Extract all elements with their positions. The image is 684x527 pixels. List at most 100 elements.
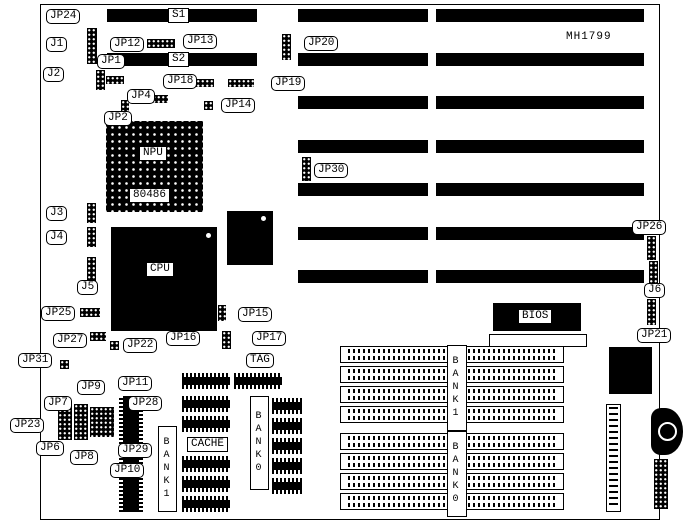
jumper-label-jp19: JP19	[271, 76, 306, 91]
pin-header-jumper-block-b	[74, 404, 88, 440]
isa-slot-5-short	[298, 183, 428, 196]
isa-slot-7-short	[298, 270, 428, 283]
isa-slot-5-long	[436, 183, 644, 196]
isa-slot-4-long	[436, 140, 644, 153]
pin-header-jp24-j1	[87, 28, 97, 64]
isa-slot-2-short	[298, 53, 428, 66]
jumper-label-jp30: JP30	[314, 163, 349, 178]
slot-s2-label: S2	[168, 52, 190, 67]
isa-slot-3-short	[298, 96, 428, 109]
jumper-label-j6: J6	[644, 283, 666, 298]
jumper-label-jp4: JP4	[127, 89, 155, 104]
pin-header-jumper-block-c	[90, 407, 114, 437]
pin-header-jumper-block-a	[58, 404, 72, 440]
isa-slot-1-short	[298, 9, 428, 22]
power-connector	[606, 404, 621, 512]
simm-bank1-label: BANK1	[447, 345, 467, 431]
jumper-label-jp25: JP25	[41, 306, 76, 321]
slot-s1-label: S1	[168, 8, 190, 23]
jumper-label-jp11: JP11	[118, 376, 153, 391]
cache-chip	[272, 458, 302, 474]
jumper-label-j5: J5	[77, 280, 99, 295]
pin-header-jp4	[152, 95, 168, 103]
pin-header-jp19	[228, 79, 254, 87]
cache-chip	[182, 373, 230, 389]
jumper-label-jp7: JP7	[44, 396, 72, 411]
pin-header-jp26	[647, 236, 656, 260]
jumper-label-jp18: JP18	[163, 74, 198, 89]
jumper-label-j2: J2	[43, 67, 65, 82]
cache-chip	[272, 438, 302, 454]
keyboard-connector-ring	[658, 422, 677, 441]
jumper-label-jp9: JP9	[77, 380, 105, 395]
isa-slot-3-long	[436, 96, 644, 109]
jumper-label-jp6: JP6	[36, 441, 64, 456]
jumper-label-jp21: JP21	[637, 328, 672, 343]
pin-header-jp31	[60, 360, 69, 369]
pin-header-edge-connector	[654, 459, 668, 509]
simm-bank0-label: BANK0	[447, 431, 467, 517]
jumper-label-jp27: JP27	[53, 333, 88, 348]
cache-chip	[234, 373, 282, 389]
jumper-label-jp20: JP20	[304, 36, 339, 51]
board-outline	[40, 4, 660, 520]
cache-chip	[182, 416, 230, 432]
isa-slot-6-long	[436, 227, 644, 240]
pin-header-jp15	[218, 305, 226, 321]
jumper-label-jp23: JP23	[10, 418, 45, 433]
controller-chip	[227, 211, 273, 265]
jumper-label-jp29: JP29	[118, 443, 153, 458]
jumper-label-jp10: JP10	[110, 463, 145, 478]
jumper-label-j4: J4	[46, 230, 68, 245]
jumper-label-jp14: JP14	[221, 98, 256, 113]
keyboard-connector	[651, 408, 683, 455]
cache-bank0-label: BANK0	[250, 396, 269, 490]
isa-slot-2-long	[436, 53, 644, 66]
pin-header-jp21	[647, 299, 656, 325]
cpu-label: CPU	[146, 262, 174, 277]
pin-header-j2	[96, 70, 105, 90]
jumper-label-jp8: JP8	[70, 450, 98, 465]
pin-header-jp22	[110, 341, 119, 350]
tag-label: TAG	[246, 353, 274, 368]
jumper-label-jp2: JP2	[104, 111, 132, 126]
jumper-label-j1: J1	[46, 37, 68, 52]
cpu-pin1-dot	[206, 233, 211, 238]
pin-header-jp12-jp13	[147, 39, 175, 48]
cache-chip	[182, 396, 230, 412]
cpu-chip	[111, 227, 217, 331]
jumper-label-jp16: JP16	[166, 331, 201, 346]
bios-label: BIOS	[518, 309, 553, 324]
isa-slot-7-long	[436, 270, 644, 283]
pin-header-jp30	[302, 157, 311, 181]
pin-header-jp16-jp17	[222, 331, 231, 349]
pin-header-j3	[87, 203, 96, 223]
jumper-label-jp22: JP22	[123, 338, 158, 353]
cache-chip	[182, 496, 230, 512]
cache-label: CACHE	[187, 437, 229, 452]
npu-label: NPU	[139, 146, 167, 161]
cache-chip	[272, 478, 302, 494]
controller-pin1-dot	[261, 216, 266, 221]
pin-header-jp20	[282, 34, 291, 60]
board-model-text: MH1799	[566, 31, 612, 43]
isa-slot-6-short	[298, 227, 428, 240]
jumper-label-jp26: JP26	[632, 220, 667, 235]
jumper-label-jp12: JP12	[110, 37, 145, 52]
jumper-label-jp1: JP1	[97, 54, 125, 69]
jumper-label-jp17: JP17	[252, 331, 287, 346]
pin-header-jp25	[80, 308, 100, 317]
jumper-label-jp28: JP28	[128, 396, 163, 411]
cache-bank1-label: BANK1	[158, 426, 177, 512]
cache-chip	[272, 398, 302, 414]
pin-header-j4	[87, 227, 96, 247]
isa-slot-4-short	[298, 140, 428, 153]
jumper-label-jp13: JP13	[183, 34, 218, 49]
isa-slot-1-long	[436, 9, 644, 22]
pin-header-j5	[87, 257, 96, 285]
jumper-label-jp31: JP31	[18, 353, 53, 368]
jumper-label-j3: J3	[46, 206, 68, 221]
jumper-label-jp15: JP15	[238, 307, 273, 322]
pin-header-jp27	[90, 332, 106, 341]
